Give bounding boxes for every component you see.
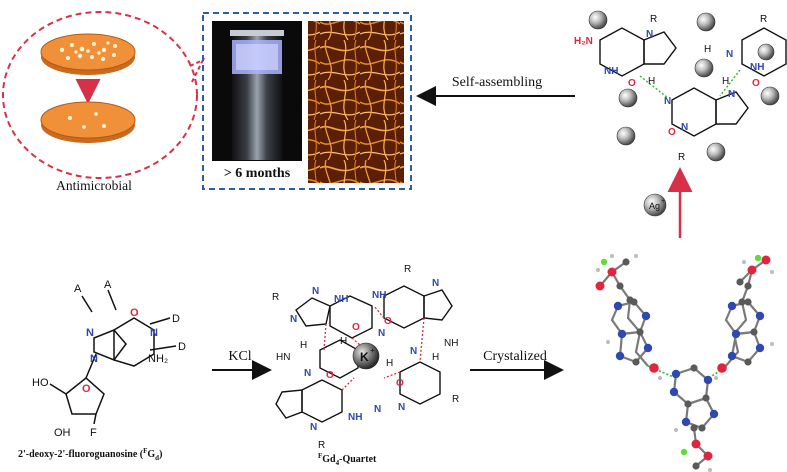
atom-r: R	[760, 14, 767, 25]
atom-n: N	[728, 89, 735, 100]
atom-nh: NH	[750, 62, 764, 73]
atom-r: R	[404, 264, 411, 275]
atom-n: N	[410, 346, 417, 357]
atom-nh2: NH₂	[148, 353, 168, 365]
ag-symbol: Ag	[649, 201, 660, 211]
ag-ions	[588, 10, 780, 162]
atom-ho: HO	[32, 377, 49, 389]
atom-h: H	[386, 358, 393, 369]
petri-dish-top	[40, 33, 136, 75]
atom-o: O	[668, 127, 676, 138]
atom-n: N	[726, 49, 733, 60]
atom-n: N	[646, 29, 653, 40]
atom-n: N	[310, 422, 317, 433]
kcl-label: KCl	[228, 349, 251, 364]
vial-photo	[212, 21, 302, 161]
atom-o: O	[130, 307, 139, 319]
atom-h: H	[432, 352, 439, 363]
atom-nh: NH	[372, 290, 386, 301]
k-charge: +	[370, 346, 375, 355]
dashed-red-bubble	[2, 11, 198, 179]
atom-nh: NH	[444, 338, 458, 349]
atom-d: D	[172, 313, 180, 325]
atom-d: D	[178, 341, 186, 353]
crystal-structure	[595, 254, 774, 472]
sem-fiber-image	[308, 21, 404, 183]
k-symbol: K	[360, 350, 369, 364]
atom-n: N	[681, 122, 688, 133]
atom-h: H	[704, 44, 711, 55]
atom-n: N	[312, 286, 319, 297]
compound-name: 2'-deoxy-2'-fluoroguanosine (FGd)	[18, 447, 162, 462]
atom-h: H	[340, 336, 347, 347]
atom-o: O	[352, 322, 360, 333]
dashed-blue-box	[202, 12, 412, 190]
atom-o: O	[396, 378, 404, 389]
k-ion: K +	[352, 342, 380, 370]
g-quartet: N N NH NH N N N N N N NH N O O O O R R R…	[272, 264, 459, 467]
gel-panel: > 6 months	[202, 12, 412, 190]
atom-n: N	[86, 327, 94, 339]
atom-n: N	[398, 402, 405, 413]
duration-label: > 6 months	[224, 166, 291, 181]
petri-dish-bottom	[40, 101, 136, 143]
atom-o: O	[384, 316, 392, 327]
fgd-molecule: O O N N N NH₂ HO OH F A A D D 2'-deoxy-2…	[18, 279, 186, 462]
atom-n: N	[290, 314, 297, 325]
atom-h: H	[722, 76, 729, 87]
atom-o: O	[326, 370, 334, 381]
atom-o: O	[752, 78, 760, 89]
ag-ion-reagent: Ag +	[643, 193, 667, 217]
atom-n: N	[374, 404, 381, 415]
atom-n: N	[378, 328, 385, 339]
antimicrobial-panel: Antimicrobial	[2, 11, 206, 193]
atom-r: R	[650, 14, 657, 25]
atom-o: O	[628, 78, 636, 89]
atom-a: A	[104, 279, 112, 291]
atom-n: N	[90, 353, 98, 365]
duration-caption-bg	[212, 161, 302, 183]
atom-n: N	[664, 96, 671, 107]
ag-charge: +	[661, 198, 665, 205]
atom-o: O	[82, 383, 91, 395]
atom-f: F	[90, 427, 97, 439]
atom-r: R	[272, 292, 279, 303]
atom-n: N	[432, 278, 439, 289]
atom-a: A	[74, 283, 82, 295]
atom-n: N	[150, 327, 158, 339]
atom-n: N	[304, 368, 311, 379]
ag-guanine-dimer: O O O H₂N N NH N N N NH N R R R H H H	[574, 10, 787, 163]
atom-h: H	[648, 76, 655, 87]
atom-r: R	[678, 152, 685, 163]
antimicrobial-label: Antimicrobial	[56, 178, 132, 193]
atom-hn: HN	[276, 352, 290, 363]
atom-nh: NH	[348, 412, 362, 423]
atom-nh: NH	[334, 294, 348, 305]
atom-nh: NH	[604, 66, 618, 77]
atom-r: R	[318, 440, 325, 451]
self-assembling-label: Self-assembling	[452, 75, 542, 90]
atom-r: R	[452, 394, 459, 405]
atom-h2n: H₂N	[574, 36, 593, 47]
quartet-label: FGd4-Quartet	[318, 452, 377, 467]
atom-oh: OH	[54, 427, 71, 439]
atom-h: H	[300, 340, 307, 351]
crystalized-label: Crystalized	[483, 349, 547, 364]
